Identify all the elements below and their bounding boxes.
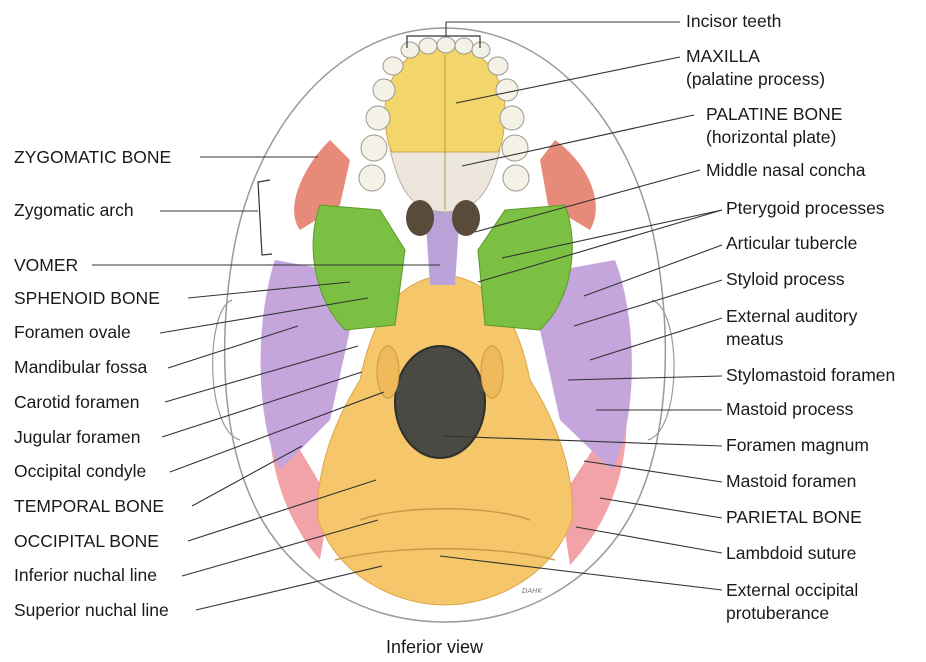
label-mastoid-foramen: Mastoid foramen: [726, 471, 856, 492]
foramen-magnum: [395, 346, 485, 458]
label-occipital-bone: OCCIPITAL BONE: [14, 531, 159, 552]
choana-left: [406, 200, 434, 236]
label-incisor-teeth: Incisor teeth: [686, 11, 781, 32]
label-external-occipital-protuberance: External occipital: [726, 580, 858, 601]
label-maxilla-sub: (palatine process): [686, 69, 825, 90]
label-mastoid-process: Mastoid process: [726, 399, 853, 420]
occipital-condyle-right: [481, 346, 503, 398]
label-middle-nasal-concha: Middle nasal concha: [706, 160, 866, 181]
label-jugular-foramen: Jugular foramen: [14, 427, 140, 448]
label-external-auditory-meatus: External auditory: [726, 306, 857, 327]
label-articular-tubercle: Articular tubercle: [726, 233, 857, 254]
label-maxilla: MAXILLA: [686, 46, 760, 67]
label-vomer: VOMER: [14, 255, 78, 276]
artist-signature: DAHK: [522, 587, 542, 595]
label-foramen-ovale: Foramen ovale: [14, 322, 131, 343]
label-stylomastoid-foramen: Stylomastoid foramen: [726, 365, 895, 386]
label-sphenoid-bone: SPHENOID BONE: [14, 288, 160, 309]
label-parietal-bone: PARIETAL BONE: [726, 507, 862, 528]
label-styloid-process: Styloid process: [726, 269, 845, 290]
label-zygomatic-bone: ZYGOMATIC BONE: [14, 147, 171, 168]
label-palatine-bone-sub: (horizontal plate): [706, 127, 836, 148]
label-foramen-magnum: Foramen magnum: [726, 435, 869, 456]
label-external-auditory-meatus-sub: meatus: [726, 329, 783, 350]
choana-right: [452, 200, 480, 236]
label-pterygoid-processes: Pterygoid processes: [726, 198, 885, 219]
label-temporal-bone: TEMPORAL BONE: [14, 496, 164, 517]
label-occipital-condyle: Occipital condyle: [14, 461, 146, 482]
label-zygomatic-arch: Zygomatic arch: [14, 200, 134, 221]
occipital-condyle-left: [377, 346, 399, 398]
label-superior-nuchal-line: Superior nuchal line: [14, 600, 169, 621]
label-external-occipital-protuberance-sub: protuberance: [726, 603, 829, 624]
label-carotid-foramen: Carotid foramen: [14, 392, 139, 413]
label-mandibular-fossa: Mandibular fossa: [14, 357, 147, 378]
caption-inferior-view: Inferior view: [386, 637, 483, 658]
label-lambdoid-suture: Lambdoid suture: [726, 543, 856, 564]
label-inferior-nuchal-line: Inferior nuchal line: [14, 565, 157, 586]
label-palatine-bone: PALATINE BONE: [706, 104, 842, 125]
